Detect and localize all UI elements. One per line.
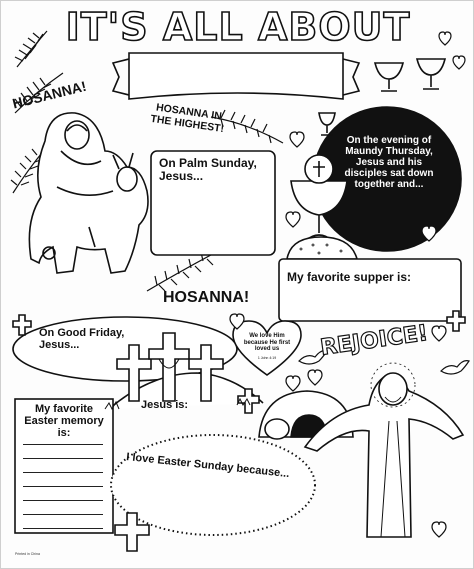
good-friday-prompt: On Good Friday, Jesus...: [39, 327, 125, 352]
page-title: IT'S ALL ABOUT: [65, 5, 411, 49]
hosanna-bottom-heading: HOSANNA!: [163, 289, 250, 306]
chalice-icon: [290, 180, 348, 216]
heart-verse-text: We love Him because He first loved us: [243, 333, 291, 353]
palm-sunday-prompt: On Palm Sunday, Jesus...: [159, 156, 257, 184]
easter-memory-prompt: My favorite Easter memory is:: [24, 403, 104, 440]
dove-icon: [440, 360, 470, 375]
title-banner: [128, 52, 344, 100]
favorite-supper-box: [278, 258, 462, 322]
maundy-thursday-prompt: On the evening of Maundy Thursday, Jesus…: [344, 135, 434, 190]
palm-sunday-box: [150, 150, 276, 256]
heart-icon: [229, 31, 466, 538]
easter-memory-box: [14, 398, 114, 534]
cross-icon: [116, 344, 152, 402]
goblet-icon: [373, 62, 405, 92]
favorite-supper-prompt: My favorite supper is:: [287, 270, 412, 284]
cross-icon: [114, 512, 150, 552]
cross-icon: [446, 310, 466, 332]
heart-verse-reference: 1 John 4:19: [257, 356, 277, 360]
good-friday-box: [12, 316, 238, 382]
footer-note: Printed in China: [15, 552, 40, 556]
dove-icon: [298, 350, 328, 365]
bread-icon: [286, 236, 359, 260]
heart-verse-shape: [232, 320, 302, 376]
easter-sunday-box: [110, 434, 316, 536]
jesus-is-prompt: Jesus is:: [141, 399, 189, 411]
cross-icon: [12, 314, 32, 336]
easter-memory-lines: [23, 431, 103, 529]
